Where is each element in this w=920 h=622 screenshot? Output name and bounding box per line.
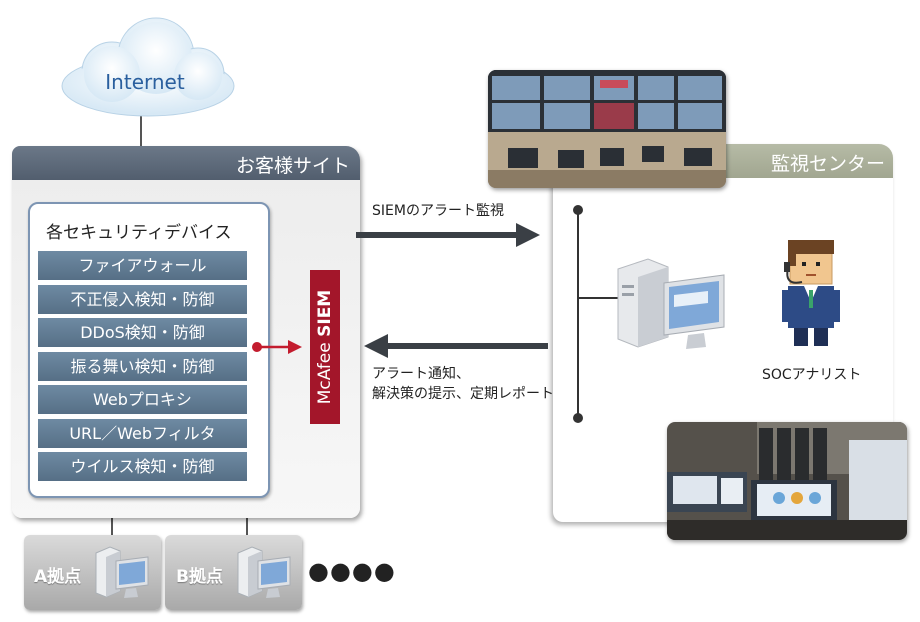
alert-notification-arrow [364,334,548,358]
devices-to-siem-arrow [252,340,302,354]
soc-room-photo [667,422,907,540]
monitor-wall-image [488,70,726,188]
siem-product: SIEM [315,289,335,337]
device-item-web-proxy: Webプロキシ [38,385,247,414]
customer-site-title: お客様サイト [235,155,350,177]
internet-label: Internet [105,70,185,94]
monitor-wall-photo [488,70,726,188]
branch-b-computer-icon [237,546,291,598]
soc-analyst-label: SOCアナリスト [762,367,862,383]
device-item-behavior: 振る舞い検知・防御 [38,352,247,381]
cloud-icon [61,17,235,117]
more-branches-indicator: ●●●● [308,557,396,585]
siem-brand: McAfee [315,342,335,405]
center-network-line [573,205,620,423]
alert-notification-label-line1: アラート通知、 [372,366,470,382]
soc-room-image [667,422,907,540]
security-devices-title: 各セキュリティデバイス [46,223,232,243]
device-item-antivirus: ウイルス検知・防御 [38,452,247,481]
monitoring-center-title: 監視センター [770,153,885,175]
device-item-ddos: DDoS検知・防御 [38,318,247,347]
branch-a-computer-icon [95,546,149,598]
branch-b-label: B拠点 [176,567,223,587]
soc-analyst-icon [782,240,840,346]
branch-a-label: A拠点 [34,567,82,587]
siem-logo-text: McAfee SIEM [315,290,335,404]
device-item-url-filter: URL／Webフィルタ [38,419,247,448]
customer-site-header [12,146,360,180]
device-item-ips: 不正侵入検知・防御 [38,285,247,314]
alert-monitoring-arrow [356,223,540,247]
mcafee-siem-badge: McAfee SIEM [310,270,340,424]
alert-monitoring-label: SIEMのアラート監視 [372,203,504,219]
alert-notification-label-line2: 解決策の提示、定期レポート [372,386,554,402]
server-workstation-icon [617,258,725,349]
device-item-firewall: ファイアウォール [38,251,247,280]
